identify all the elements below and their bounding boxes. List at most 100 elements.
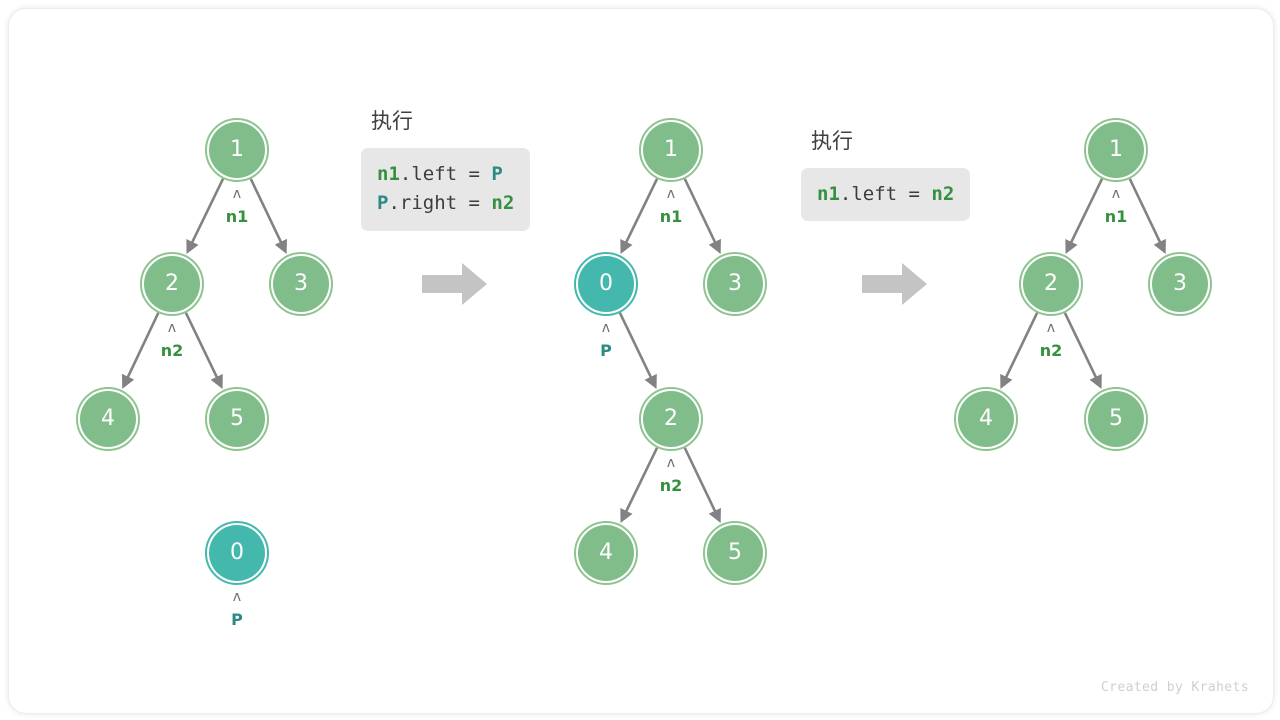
tree-edge <box>121 312 160 389</box>
code-token: n1 <box>377 163 400 185</box>
node-value: 3 <box>707 256 763 312</box>
tree-edge <box>184 312 223 390</box>
caret-up-icon: ʌ <box>167 320 177 336</box>
node-value: 0 <box>209 525 265 581</box>
node-value: 4 <box>80 391 136 447</box>
node-ring <box>1019 252 1083 316</box>
pointer-label: ʌ n2 <box>659 455 683 495</box>
code-token: P <box>377 192 389 215</box>
step-label: 执行 <box>371 109 413 133</box>
pointer-label: ʌ n1 <box>225 186 249 226</box>
pointer-label: ʌ n1 <box>1104 186 1128 226</box>
node-ring <box>703 252 767 316</box>
tree-node: 1 <box>639 118 703 182</box>
code-token: .right = <box>388 192 492 215</box>
node-value: 1 <box>209 122 265 178</box>
node-value: 0 <box>578 256 634 312</box>
node-value: 5 <box>707 525 763 581</box>
node-ring <box>1084 387 1148 451</box>
node-value: 2 <box>1023 256 1079 312</box>
code-token: .left = <box>839 183 932 205</box>
tree-edge <box>1065 178 1104 255</box>
node-ring <box>954 387 1018 451</box>
code-line: P.right = n2 <box>377 189 514 218</box>
tree-node: 4 <box>76 387 140 451</box>
code-token: n2 <box>931 183 955 205</box>
tree-node: 2 <box>140 252 204 316</box>
tree-edges-layer <box>121 178 1166 524</box>
node-ring <box>76 387 140 451</box>
tree-node: 0 <box>574 252 638 316</box>
caret-up-icon: ʌ <box>232 186 242 202</box>
tree-edge <box>620 178 659 255</box>
node-value: 4 <box>578 525 634 581</box>
tree-edge <box>249 178 287 254</box>
caret-up-icon: ʌ <box>232 589 242 605</box>
node-ring <box>140 252 204 316</box>
step-label: 执行 <box>811 129 853 153</box>
pointer-name: P <box>231 610 243 629</box>
tree-edge <box>683 447 721 523</box>
tree-node: 0 <box>205 521 269 585</box>
tree-node: 4 <box>954 387 1018 451</box>
node-value: 5 <box>209 391 265 447</box>
tree-edge <box>186 178 225 255</box>
pointer-name: n1 <box>1104 207 1128 226</box>
tree-node: 2 <box>639 387 703 451</box>
code-token: n2 <box>491 192 515 215</box>
node-value: 5 <box>1088 391 1144 447</box>
node-ring <box>205 521 269 585</box>
tree-node: 4 <box>574 521 638 585</box>
tree-node: 3 <box>703 252 767 316</box>
tree-node: 1 <box>205 118 269 182</box>
caret-up-icon: ʌ <box>1046 320 1056 336</box>
code-line: n1.left = P <box>377 160 514 189</box>
node-value: 3 <box>273 256 329 312</box>
tree-edge <box>1128 178 1166 254</box>
node-ring <box>269 252 333 316</box>
code-token: .left = <box>399 163 492 185</box>
tree-edge <box>683 178 721 254</box>
tree-edge <box>1000 312 1039 390</box>
node-value: 1 <box>643 122 699 178</box>
tree-edge <box>618 312 657 390</box>
pointer-name: P <box>600 341 612 360</box>
tree-node: 1 <box>1084 118 1148 182</box>
node-value: 4 <box>958 391 1014 447</box>
pointer-name: n1 <box>225 207 249 226</box>
tree-edge <box>620 447 659 524</box>
pointer-name: n2 <box>659 476 683 495</box>
node-ring <box>1148 252 1212 316</box>
tree-edge <box>1063 312 1102 390</box>
pointer-name: n1 <box>659 207 683 226</box>
tree-node: 3 <box>269 252 333 316</box>
node-value: 3 <box>1152 256 1208 312</box>
code-line: n1.left = n2 <box>817 180 954 209</box>
pointer-name: n2 <box>1039 341 1063 360</box>
node-ring <box>574 521 638 585</box>
node-ring <box>205 118 269 182</box>
caret-up-icon: ʌ <box>1111 186 1121 202</box>
node-ring <box>574 252 638 316</box>
pointer-label: ʌ n2 <box>1039 320 1063 360</box>
tree-node: 3 <box>1148 252 1212 316</box>
tree-node: 2 <box>1019 252 1083 316</box>
tree-node: 5 <box>703 521 767 585</box>
node-ring <box>639 118 703 182</box>
caret-up-icon: ʌ <box>666 455 676 471</box>
node-ring <box>639 387 703 451</box>
caret-up-icon: ʌ <box>601 320 611 336</box>
node-value: 2 <box>643 391 699 447</box>
code-box: n1.left = n2 <box>801 168 971 222</box>
tree-node: 5 <box>1084 387 1148 451</box>
transition-arrow-icon <box>422 261 488 312</box>
node-ring <box>205 387 269 451</box>
code-token: n1 <box>817 183 840 205</box>
